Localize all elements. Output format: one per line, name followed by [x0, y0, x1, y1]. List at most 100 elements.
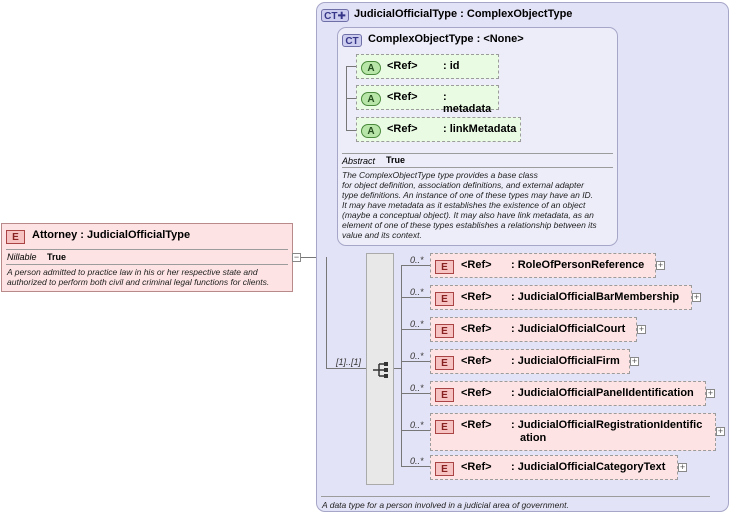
ref-label: <Ref> [461, 419, 492, 431]
nillable-value: True [47, 252, 67, 262]
attribute-name: : linkMetadata [443, 123, 517, 135]
element-badge: E [435, 462, 454, 476]
complex-object-doc-line: element of one of these types establishe… [342, 220, 597, 230]
element-badge: E [6, 230, 25, 244]
expand-icon[interactable]: + [716, 426, 725, 436]
expand-icon[interactable]: + [656, 260, 665, 270]
complex-object-doc-line: for object definition, association defin… [342, 180, 584, 190]
sequence-occurs: [1]..[1] [336, 357, 362, 367]
complex-type-icon: CT✚ [321, 9, 349, 22]
connector [326, 368, 366, 369]
attribute-name: : id [443, 60, 460, 72]
element-occurs: 0..* [410, 456, 424, 466]
element-badge: E [435, 420, 454, 434]
element-name: : JudicialOfficialPanelIdentification [511, 387, 694, 399]
abstract-label: Abstract [342, 156, 376, 166]
divider [6, 249, 288, 250]
attribute-badge: A [361, 92, 381, 106]
attorney-element[interactable]: E Attorney : JudicialOfficialType Nillab… [1, 223, 293, 292]
attribute-badge: A [361, 124, 381, 138]
element-name: : JudicialOfficialBarMembership [511, 291, 680, 303]
abstract-value: True [386, 155, 406, 165]
attorney-doc-line: authorized to perform both civil and cri… [7, 277, 270, 287]
ref-label: <Ref> [461, 323, 492, 335]
element-occurs: 0..* [410, 287, 424, 297]
connector [301, 257, 327, 258]
collapse-icon[interactable]: − [292, 252, 301, 262]
ref-label: <Ref> [387, 123, 418, 135]
element-name: : JudicialOfficialCourt [511, 323, 626, 335]
connector [401, 329, 430, 330]
connector [401, 265, 402, 466]
element-badge: E [435, 324, 454, 338]
element-occurs: 0..* [410, 351, 424, 361]
complex-object-doc-line: (maybe a conceptual object). It may also… [342, 210, 594, 220]
connector [394, 368, 401, 369]
attorney-doc-line: A person admitted to practice law in his… [7, 267, 258, 277]
element-occurs: 0..* [410, 383, 424, 393]
expand-icon[interactable]: + [692, 292, 701, 302]
expand-icon[interactable]: + [706, 388, 715, 398]
element-judicial-official-registration-identification[interactable]: E <Ref> : JudicialOfficialRegistrationId… [430, 413, 716, 451]
complex-object-type-title: ComplexObjectType : <None> [368, 33, 524, 45]
connector [401, 361, 430, 362]
complex-object-doc-line: The ComplexObjectType type provides a ba… [342, 170, 538, 180]
element-name: : RoleOfPersonReference [511, 259, 645, 271]
element-judicial-official-bar-membership[interactable]: E <Ref> : JudicialOfficialBarMembership [430, 285, 692, 310]
attribute-name: : metadata [443, 91, 492, 115]
attribute-link-metadata[interactable]: A <Ref> : linkMetadata [356, 117, 521, 142]
element-badge: E [435, 260, 454, 274]
element-judicial-official-court[interactable]: E <Ref> : JudicialOfficialCourt [430, 317, 637, 342]
expand-icon[interactable]: + [637, 324, 646, 334]
connector [346, 98, 360, 99]
element-name: : JudicialOfficialRegistrationIdentific [511, 419, 703, 431]
element-badge: E [435, 292, 454, 306]
attorney-title: Attorney : JudicialOfficialType [32, 229, 191, 241]
connector [346, 66, 360, 67]
element-name: : JudicialOfficialCategoryText [511, 461, 666, 473]
divider [342, 167, 613, 168]
sequence-icon [373, 362, 388, 378]
complex-object-doc-line: It may have metadata as it establishes t… [342, 200, 586, 210]
attribute-id[interactable]: A <Ref> : id [356, 54, 499, 79]
nillable-label: Nillable [7, 252, 37, 262]
element-occurs: 0..* [410, 319, 424, 329]
element-badge: E [435, 356, 454, 370]
connector [346, 130, 360, 131]
element-badge: E [435, 388, 454, 402]
element-occurs: 0..* [410, 255, 424, 265]
element-judicial-official-category-text[interactable]: E <Ref> : JudicialOfficialCategoryText [430, 455, 678, 480]
element-occurs: 0..* [410, 420, 424, 430]
attribute-metadata[interactable]: A <Ref> : metadata [356, 85, 499, 115]
element-judicial-official-firm[interactable]: E <Ref> : JudicialOfficialFirm [430, 349, 630, 374]
judicial-type-doc: A data type for a person involved in a j… [322, 500, 569, 510]
expand-icon[interactable]: + [678, 462, 687, 472]
complex-object-doc-line: type definitions. An instance of one of … [342, 190, 594, 200]
divider [321, 496, 710, 497]
connector [401, 430, 430, 431]
ref-label: <Ref> [461, 387, 492, 399]
ref-label: <Ref> [461, 355, 492, 367]
connector [401, 265, 430, 266]
connector [401, 297, 430, 298]
complex-object-doc-line: value and its context. [342, 230, 422, 240]
judicial-official-type-title: JudicialOfficialType : ComplexObjectType [354, 8, 573, 20]
ref-label: <Ref> [461, 461, 492, 473]
sequence-compositor[interactable] [366, 253, 394, 485]
ref-label: <Ref> [387, 60, 418, 72]
connector [401, 466, 430, 467]
connector [326, 257, 327, 369]
complex-type-icon: CT [342, 34, 362, 47]
element-name-continued: ation [520, 432, 547, 444]
ref-label: <Ref> [461, 291, 492, 303]
element-role-of-person-reference[interactable]: E <Ref> : RoleOfPersonReference [430, 253, 656, 278]
ref-label: <Ref> [387, 91, 418, 103]
element-judicial-official-panel-identification[interactable]: E <Ref> : JudicialOfficialPanelIdentific… [430, 381, 706, 406]
divider [6, 264, 288, 265]
ref-label: <Ref> [461, 259, 492, 271]
expand-icon[interactable]: + [630, 356, 639, 366]
connector [401, 393, 430, 394]
attribute-badge: A [361, 61, 381, 75]
element-name: : JudicialOfficialFirm [511, 355, 620, 367]
divider [342, 153, 613, 154]
